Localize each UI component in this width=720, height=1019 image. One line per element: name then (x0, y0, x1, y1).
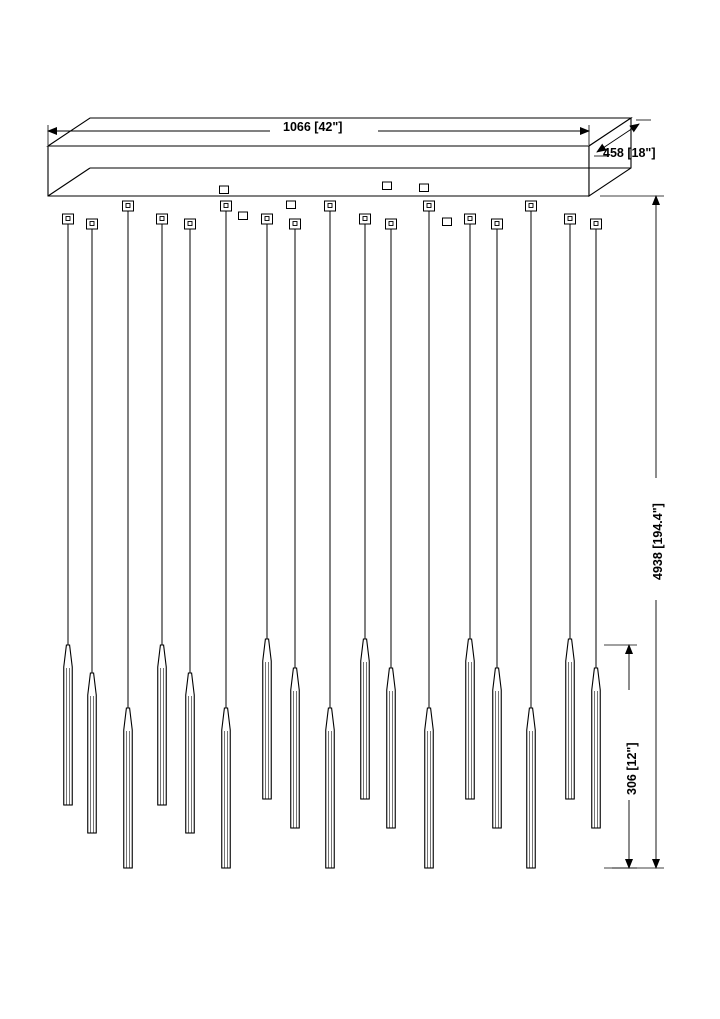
pendant-mount-inner-12 (426, 203, 432, 208)
pendant-tube-8 (290, 667, 300, 829)
canopy-underside-left-edge (47, 167, 91, 197)
pendant-tube-1 (63, 644, 73, 806)
pendant-11 (385, 218, 397, 829)
canopy-marker-2 (286, 200, 296, 209)
pendant-mount-inner-1 (65, 216, 71, 221)
pendant-mount-inner-7 (264, 216, 270, 221)
pendant-mount-inner-2 (89, 221, 95, 226)
pendant-8 (289, 218, 301, 829)
pendant-mount-inner-3 (125, 203, 131, 208)
dimension-label-width: 1066 [42"] (283, 120, 343, 134)
pendant-tube-12 (424, 707, 434, 869)
dimension-label-overall-height: 4938 [194.4"] (651, 503, 665, 580)
pendant-mount-inner-17 (593, 221, 599, 226)
pendant-tube-7 (262, 638, 272, 800)
pendant-5 (184, 218, 196, 834)
pendant-mount-inner-11 (388, 221, 394, 226)
pendant-6 (220, 200, 232, 869)
pendant-7 (261, 213, 273, 800)
pendant-tube-16 (565, 638, 575, 800)
pendant-mount-inner-8 (292, 221, 298, 226)
pendant-tube-10 (360, 638, 370, 800)
pendant-mount-inner-5 (187, 221, 193, 226)
dimension-lines (47, 119, 664, 869)
pendant-15 (525, 200, 537, 869)
pendant-3 (122, 200, 134, 869)
dimension-label-depth: 458 [18"] (603, 146, 656, 160)
pendant-13 (464, 213, 476, 800)
dim-depth-line (596, 123, 640, 153)
pendant-2 (86, 218, 98, 834)
pendant-mount-inner-15 (528, 203, 534, 208)
pendant-mount-inner-10 (362, 216, 368, 221)
pendant-14 (491, 218, 503, 829)
canopy-marker-0 (219, 185, 229, 194)
pendant-tube-3 (123, 707, 133, 869)
pendant-tube-14 (492, 667, 502, 829)
pendant-12 (423, 200, 435, 869)
pendant-mount-inner-13 (467, 216, 473, 221)
pendant-9 (324, 200, 336, 869)
pendant-1 (62, 213, 74, 806)
pendant-mount-inner-9 (327, 203, 333, 208)
pendant-tube-13 (465, 638, 475, 800)
pendant-tube-5 (185, 672, 195, 834)
fixture-geometry (46, 116, 633, 869)
pendant-mount-inner-16 (567, 216, 573, 221)
pendant-17 (590, 218, 602, 829)
pendant-mount-inner-14 (494, 221, 500, 226)
canopy-marker-3 (382, 181, 392, 190)
pendant-10 (359, 213, 371, 800)
canopy-marker-5 (442, 217, 452, 226)
canopy-front-face (47, 145, 590, 197)
pendant-tube-17 (591, 667, 601, 829)
pendant-4 (156, 213, 168, 806)
pendant-16 (564, 213, 576, 800)
pendant-tube-2 (87, 672, 97, 834)
pendant-tube-11 (386, 667, 396, 829)
pendant-mount-inner-6 (223, 203, 229, 208)
pendant-mount-inner-4 (159, 216, 165, 221)
canopy-marker-4 (419, 183, 429, 192)
pendant-tube-15 (526, 707, 536, 869)
canopy-marker-1 (238, 211, 248, 220)
pendant-tube-6 (221, 707, 231, 869)
pendant-tube-4 (157, 644, 167, 806)
pendant-tube-9 (325, 707, 335, 869)
dimension-label-pendant-height: 306 [12"] (625, 742, 639, 795)
